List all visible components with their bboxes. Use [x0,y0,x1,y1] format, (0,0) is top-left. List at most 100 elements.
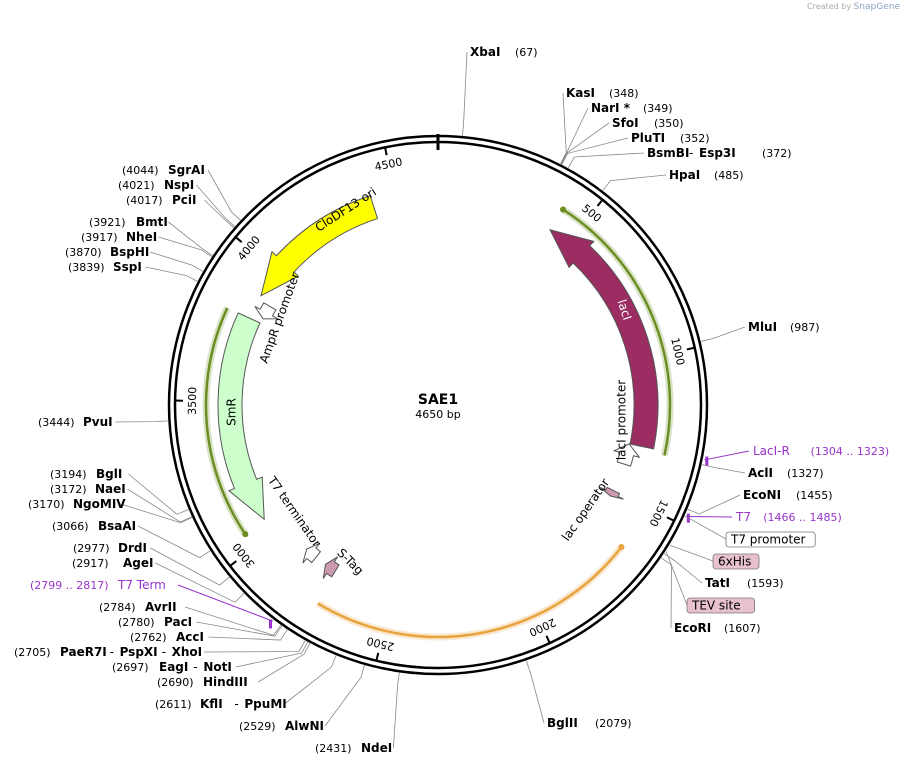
site-position-ngomiv: (3170) [28,498,65,511]
tick-label-1000: 1000 [668,336,687,366]
site-name-agei: AgeI [123,556,153,570]
site-drdi: (2977) DrdI [73,541,147,555]
site-connector-kfli [284,654,337,705]
site-avrii: (2784)AvrII [99,600,177,614]
site-connector-hpai [602,174,667,192]
site-name-bglii: BglII [547,716,578,730]
primer-connector [177,584,273,622]
site-connector-hindiii [257,642,311,683]
site-position-drdi: (2977) [73,542,110,555]
site-eagi: (2697)EagI-NotI [112,660,232,674]
site-position-naei: (3172) [50,483,87,496]
feature-laci [549,228,659,450]
site-position-bsphi: (3870) [65,246,102,259]
site-connector-paer7i [203,639,306,653]
site-connector-econi [687,494,741,515]
site-ndei: (2431)NdeI [315,741,392,755]
primer-arrow-icon [705,456,709,466]
site-connector-ngomiv [120,503,193,524]
site-connector-drdi [150,547,230,586]
site-sfoi: SfoI(350) [612,116,684,130]
orf-arc-0 [562,208,672,456]
site-position-bsaai: (3066) [52,520,89,533]
site-bgli: (3194)BglI [50,467,122,481]
restriction-sites: XbaI(67)KasI(348)NarI *(349)SfoI(350)Plu… [14,45,889,755]
site-name-nspi: NspI [164,178,194,192]
site-nhei: (3917)NheI [81,230,157,244]
tick-3000 [228,560,237,568]
primer-range: (2799 .. 2817) [30,579,109,592]
site-connector-tati [663,553,703,584]
site-name-tati: TatI [705,576,730,590]
box-6xhis [712,553,760,570]
tick-label-3000: 3000 [230,540,257,570]
feature-label-smr: SmR [225,398,239,426]
feature-label-s-tag: S-Tag [334,546,366,578]
site-sgrai: (4044)SgrAI [122,163,205,177]
site-name-bsaai: BsaAI [98,519,136,533]
box-label-t7-promoter: T7 promoter [730,533,806,547]
orf-arc-1 [317,546,623,639]
site-connector-acli [701,464,746,474]
site-position-nhei: (3917) [81,231,118,244]
site-connector-pcii [204,199,235,229]
site-ecori: EcoRI(1607) [674,621,761,635]
site-position-kfli: (2611) [155,698,192,711]
tick-4000 [234,235,243,243]
site-name-ngomiv: NgoMIV [73,497,126,511]
site-name-pspxi: PspXI [120,645,158,659]
site-name-avrii: AvrII [145,600,177,614]
site-position-hindiii: (2690) [157,676,194,689]
primer-name: T7 Term [117,578,166,592]
site-position-xbai: (67) [515,46,538,59]
site-position-agei: (2917) [72,557,109,570]
site-name-drdi: DrdI [118,541,147,555]
site-xbai: XbaI(67) [470,45,538,59]
site-position-mlui: (987) [790,321,820,334]
primer-arrow-icon [268,619,272,629]
site-position-nari: (349) [643,102,673,115]
site-name-pcii: PciI [172,193,197,207]
site-sspi: (3839)SspI [68,260,142,274]
tick-label-4500: 4500 [374,155,404,173]
site-kfli: (2611)KflI-PpuMI [155,697,287,711]
site-name-econi: EcoNI [743,488,781,502]
site-name-sspi: SspI [113,260,142,274]
site-ngomiv: (3170) NgoMIV [28,497,126,511]
primer-range: (1466 .. 1485) [763,511,842,524]
site-connector-eagi [235,641,309,668]
box-tev-site [686,597,755,614]
site-name-pluti: PluTI [631,131,665,145]
site-position-ecori: (1607) [724,622,761,635]
site-paci: (2780)PacI [118,615,192,629]
site-position-paer7i: (2705) [14,646,51,659]
site-position-acli: (1327) [787,467,824,480]
site-position-alwni: (2529) [239,720,276,733]
feature-label-t7-terminator: T7 terminator [264,473,323,550]
site-connector-bsmbi [567,152,645,169]
feature-label-laci-promoter: lacI promoter [615,380,629,460]
site-separator: - [234,697,238,711]
site-bsmbi: BsmBI(372)-Esp3I [647,146,792,160]
site-name-sgrai: SgrAI [168,163,205,177]
site-name-pvui: PvuI [83,415,113,429]
site-name-naei: NaeI [95,482,126,496]
site-connector-kasi [559,92,567,165]
site-name-bsmbi: BsmBI [647,146,689,160]
site-name-ppumi: PpuMI [244,697,286,711]
plasmid-name: SAE1 [418,392,458,408]
site-connector-paci [196,621,283,637]
site-separator: - [110,645,114,659]
tick-2500 [375,652,380,662]
tick-1500 [666,516,676,523]
site-name-paer7i: PaeR7I [60,645,107,659]
box-connector-tev-site [665,551,688,606]
site-name-xhoi: XhoI [172,645,203,659]
site-position-nspi: (4021) [118,179,155,192]
site-position-bsmbi: (372) [762,147,792,160]
site-position-bgli: (3194) [50,468,87,481]
site-separator: - [193,660,197,674]
feature-s-tag [322,556,340,579]
site-name-nari: NarI * [591,101,631,115]
plasmid-length: 4650 bp [415,408,460,421]
